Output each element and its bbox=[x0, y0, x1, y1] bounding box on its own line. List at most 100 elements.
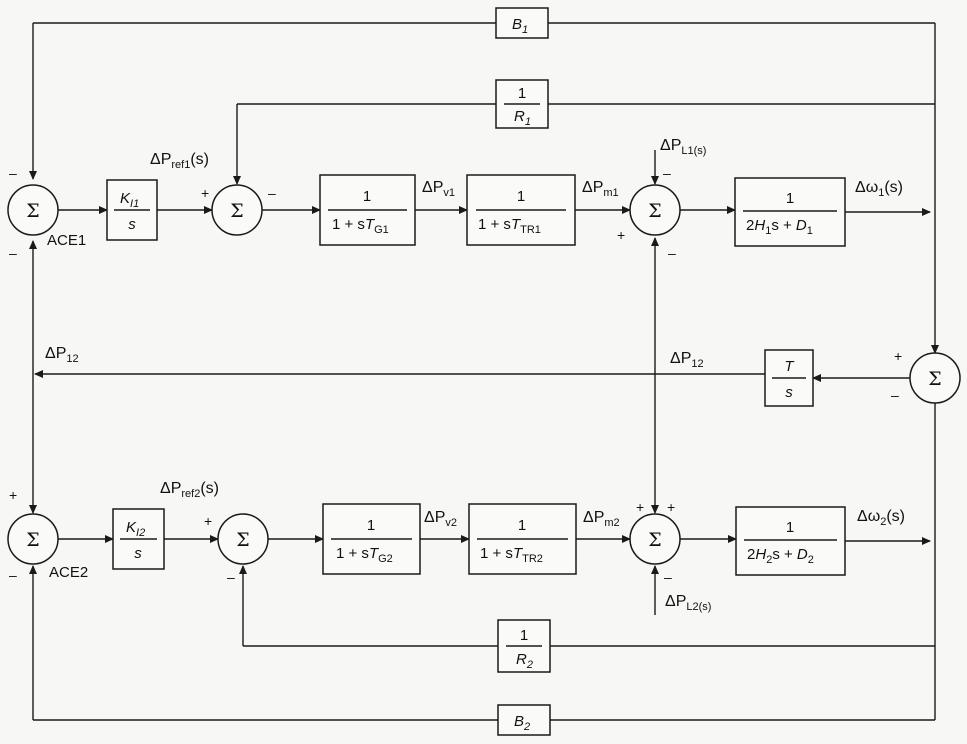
sum-ref2: Σ bbox=[217, 513, 269, 565]
block-ki2-num-sub: I2 bbox=[136, 527, 145, 539]
signal-pref1: ΔPref1(s) bbox=[150, 151, 209, 171]
block-governor2-den-sub: G2 bbox=[378, 553, 393, 565]
sum-symbol: Σ bbox=[648, 529, 661, 551]
block-tie-num: T bbox=[784, 358, 795, 375]
svg-text:B1: B1 bbox=[512, 16, 528, 36]
block-generator2-den-a: 2 bbox=[747, 546, 755, 563]
sum-symbol: Σ bbox=[230, 200, 243, 222]
block-generator1-den-b: H bbox=[754, 217, 765, 234]
block-turbine1-den-sub: TR1 bbox=[520, 224, 541, 236]
block-b2-symbol: B bbox=[514, 713, 524, 730]
block-b1-symbol: B bbox=[512, 16, 522, 33]
sum-load1: Σ bbox=[629, 184, 681, 236]
svg-text:R1: R1 bbox=[514, 108, 531, 128]
sum-symbol: Σ bbox=[648, 200, 661, 222]
signal-w1: Δω1(s) bbox=[855, 179, 903, 199]
signal-pl1: ΔPL1(s) bbox=[660, 137, 706, 157]
block-r2: 1 R2 bbox=[497, 619, 551, 673]
block-generator2: 1 2H2s + D2 bbox=[735, 506, 846, 576]
signal-pm1: ΔPm1 bbox=[582, 179, 619, 199]
svg-text:1 + sTG2: 1 + sTG2 bbox=[336, 545, 393, 565]
block-turbine2-den-sub: TR2 bbox=[522, 553, 543, 565]
sum-ref1: Σ bbox=[211, 184, 263, 236]
block-governor1-num: 1 bbox=[363, 188, 371, 205]
sign-minus: – bbox=[9, 165, 17, 181]
svg-text:2H2s + D2: 2H2s + D2 bbox=[747, 546, 814, 566]
junction-signs: – – + – – + – + – + – + – + + – bbox=[9, 165, 902, 585]
block-b1-sub: 1 bbox=[522, 24, 528, 36]
block-generator1-den-sub2: 1 bbox=[807, 225, 813, 237]
block-r2-den: R bbox=[516, 651, 527, 668]
sign-minus: – bbox=[664, 569, 672, 585]
block-b2: B2 bbox=[497, 704, 551, 736]
signal-p12-left: ΔP12 bbox=[45, 345, 79, 365]
sum-ace1: Σ bbox=[7, 184, 59, 236]
svg-text:R2: R2 bbox=[516, 651, 533, 671]
sign-plus: + bbox=[201, 185, 209, 201]
block-r2-num: 1 bbox=[520, 627, 528, 644]
block-ki2-den: s bbox=[134, 545, 142, 562]
block-r2-den-sub: 2 bbox=[526, 659, 533, 671]
svg-text:KI2: KI2 bbox=[126, 519, 145, 539]
block-generator2-den-d: D bbox=[797, 546, 808, 563]
signal-pm2: ΔPm2 bbox=[583, 509, 620, 529]
sign-minus: – bbox=[668, 245, 676, 261]
block-tie-line: T s bbox=[764, 349, 814, 407]
wires bbox=[29, 22, 939, 721]
sum-ace2: Σ bbox=[7, 513, 59, 565]
block-generator1-den-sub: 1 bbox=[765, 225, 771, 237]
label-ace1: ACE1 bbox=[47, 232, 86, 249]
signal-pv1: ΔPv1 bbox=[422, 179, 455, 199]
block-turbine1: 1 1 + sTTR1 bbox=[466, 174, 576, 246]
block-turbine1-num: 1 bbox=[517, 188, 525, 205]
block-turbine2-den-b: T bbox=[513, 545, 524, 562]
block-tie-den: s bbox=[785, 384, 793, 401]
sum-tie: Σ bbox=[909, 352, 961, 404]
block-ki1: KI1 s bbox=[106, 179, 158, 241]
block-governor1-den-a: 1 + s bbox=[332, 216, 365, 233]
block-generator2-den-sub: 2 bbox=[766, 554, 772, 566]
block-turbine2-den-a: 1 + s bbox=[480, 545, 513, 562]
sign-minus: – bbox=[891, 387, 899, 403]
block-governor2: 1 1 + sTG2 bbox=[322, 503, 421, 575]
block-ki1-den: s bbox=[128, 216, 136, 233]
signal-pref2: ΔPref2(s) bbox=[160, 480, 219, 500]
block-turbine2-num: 1 bbox=[518, 517, 526, 534]
block-r1-den: R bbox=[514, 108, 525, 125]
block-ki2: KI2 s bbox=[112, 508, 165, 570]
block-turbine2: 1 1 + sTTR2 bbox=[468, 503, 577, 575]
block-governor1-den-b: T bbox=[365, 216, 376, 233]
block-r1-num: 1 bbox=[518, 85, 526, 102]
signal-pl2: ΔPL2(s) bbox=[665, 593, 711, 613]
sum-symbol: Σ bbox=[928, 368, 941, 390]
block-generator1-den-c: s + bbox=[771, 217, 796, 234]
sign-minus: – bbox=[268, 185, 276, 201]
sum-symbol: Σ bbox=[26, 200, 39, 222]
sign-minus: – bbox=[9, 567, 17, 583]
svg-text:1 + sTTR1: 1 + sTTR1 bbox=[478, 216, 541, 236]
sign-plus: + bbox=[204, 513, 212, 529]
sum-load2: Σ bbox=[629, 513, 681, 565]
label-ace2: ACE2 bbox=[49, 564, 88, 581]
block-ki1-num-sub: I1 bbox=[130, 198, 139, 210]
sign-plus: + bbox=[617, 227, 625, 243]
block-governor2-den-b: T bbox=[369, 545, 380, 562]
block-ki2-num: K bbox=[126, 519, 137, 536]
block-turbine1-den-b: T bbox=[511, 216, 522, 233]
block-generator1-num: 1 bbox=[786, 190, 794, 207]
block-governor1-den-sub: G1 bbox=[374, 224, 389, 236]
block-r1: 1 R1 bbox=[495, 79, 549, 129]
sign-minus: – bbox=[663, 165, 671, 181]
sign-minus: – bbox=[227, 569, 235, 585]
block-governor2-den-a: 1 + s bbox=[336, 545, 369, 562]
signal-w2: Δω2(s) bbox=[857, 508, 905, 528]
block-generator1-den-a: 2 bbox=[746, 217, 754, 234]
block-governor1: 1 1 + sTG1 bbox=[319, 174, 416, 246]
block-b2-sub: 2 bbox=[523, 721, 530, 733]
block-ki1-num: K bbox=[120, 190, 131, 207]
sign-plus: + bbox=[636, 499, 644, 515]
block-governor2-num: 1 bbox=[367, 517, 375, 534]
sign-plus: + bbox=[9, 487, 17, 503]
block-b1: B1 bbox=[495, 7, 549, 39]
